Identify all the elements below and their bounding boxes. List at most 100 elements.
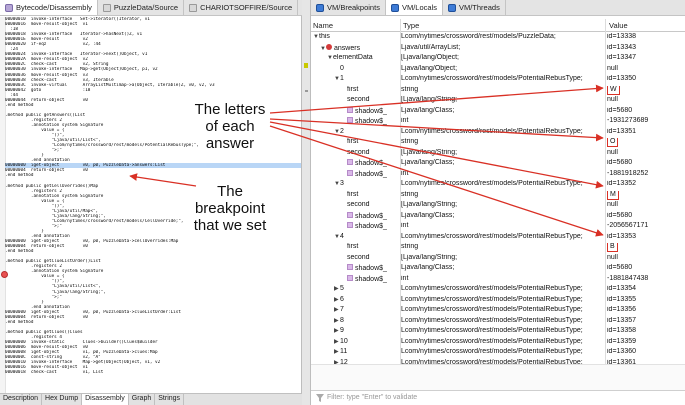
code-line[interactable]: 0000000C const-string v2, "A" — [5, 355, 101, 361]
code-line[interactable]: .end annotation — [5, 158, 70, 164]
tree-row[interactable]: second[Ljava/lang/String;null — [311, 148, 685, 159]
value-cell[interactable]: id=13343 — [607, 44, 685, 51]
code-line[interactable]: 0000003C invoke-virtual ArrayListMultima… — [5, 82, 215, 88]
breakpoint-icon[interactable] — [1, 271, 8, 278]
code-line[interactable]: } — [5, 299, 44, 305]
code-line[interactable]: value = { — [5, 274, 65, 280]
code-line[interactable]: 00000006 move-result-object v0 — [5, 345, 88, 351]
code-line[interactable]: 00000018 check-cast v1, List — [5, 370, 104, 376]
value-cell[interactable]: null — [607, 65, 685, 72]
code-line[interactable]: value = { — [5, 128, 65, 134]
code-line[interactable]: .end annotation — [5, 234, 70, 240]
value-cell[interactable]: -1931273689 — [607, 117, 685, 124]
code-line[interactable]: "Lcom/nytimes/crossword/rest/models/Pote… — [5, 143, 200, 149]
code-line[interactable]: 00000038 check-cast v3, Iterable — [5, 77, 114, 83]
code-line[interactable]: .annotation system Signature — [5, 269, 104, 275]
tree-row[interactable]: second[Ljava/lang/String;null — [311, 200, 685, 211]
code-line[interactable]: 00000004 return-object v0 — [5, 314, 88, 320]
code-line[interactable]: .end method — [5, 249, 34, 255]
code-line[interactable]: .annotation system Signature — [5, 122, 104, 128]
code-line[interactable]: .method public getCellOverrides()Map — [5, 183, 99, 189]
code-line[interactable]: ">;" — [5, 223, 62, 229]
tab-chariotsoffire-source[interactable]: CHARIOTSOFFIRE/Source — [184, 0, 299, 15]
code-line[interactable]: "Ljava/util/List<", — [5, 284, 101, 290]
code-line[interactable]: .end method — [5, 102, 34, 108]
filter-field[interactable]: Filter: type "Enter" to validate — [311, 390, 685, 405]
tab-vm-threads[interactable]: VM/Threads — [443, 0, 506, 15]
value-cell[interactable]: -1881918252 — [607, 170, 685, 177]
value-cell[interactable]: null — [607, 201, 685, 208]
code-line[interactable]: "Ljava/util/List<", — [5, 138, 101, 144]
code-line[interactable]: 00000016 move-result-object v1 — [5, 365, 88, 371]
code-line[interactable]: :18 — [5, 27, 18, 33]
value-cell[interactable]: id=13355 — [607, 296, 685, 303]
value-cell[interactable]: -1881847438 — [607, 275, 685, 282]
bottom-tab-hex-dump[interactable]: Hex Dump — [42, 394, 83, 405]
value-cell[interactable]: id=13357 — [607, 317, 685, 324]
code-line[interactable]: .end method — [5, 319, 34, 325]
value-cell[interactable]: id=13354 — [607, 285, 685, 292]
value-cell[interactable]: id=13358 — [607, 327, 685, 334]
code-line[interactable]: 00000008 iget-object v1, p0, PuzzleData-… — [5, 350, 158, 356]
value-cell[interactable]: id=13350 — [607, 75, 685, 82]
column-header-value[interactable]: Value — [609, 21, 628, 30]
expand-chevron-icon[interactable]: ▶ — [334, 296, 339, 303]
bottom-tab-description[interactable]: Description — [0, 394, 43, 405]
code-line[interactable]: 0000001E move-result v2 — [5, 37, 88, 43]
tab-bytecode-disassembly[interactable]: Bytecode/Disassembly — [0, 0, 98, 15]
expand-chevron-icon[interactable]: ▶ — [334, 349, 339, 355]
column-header-type[interactable]: Type — [403, 21, 420, 30]
value-cell[interactable]: id=13338 — [607, 33, 685, 40]
tab-puzzledata-source[interactable]: PuzzleData/Source — [98, 0, 185, 15]
value-cell[interactable]: id=13360 — [607, 348, 685, 355]
code-line[interactable]: "()", — [5, 133, 65, 139]
code-line[interactable]: .registers 2 — [5, 188, 62, 194]
tree-row[interactable]: shadow$_Ljava/lang/Class;id=5680 — [311, 211, 685, 222]
code-line[interactable]: ">;" — [5, 294, 62, 300]
value-cell[interactable]: id=5680 — [607, 159, 685, 166]
tree-row[interactable]: shadow$_int-2056567171 — [311, 221, 685, 232]
code-line[interactable]: 00000000 iget-object v0, p0, PuzzleData-… — [5, 239, 179, 245]
code-line[interactable]: 00000016 move-result-object v1 — [5, 22, 88, 28]
tree-row[interactable]: shadow$_int-1931273689 — [311, 116, 685, 127]
code-line[interactable]: "()", — [5, 279, 65, 285]
tree-row[interactable]: shadow$_int-1881918252 — [311, 169, 685, 180]
tree-row[interactable]: shadow$_int-1881847438 — [311, 274, 685, 285]
code-line[interactable]: } — [5, 153, 44, 159]
code-line[interactable]: "()", — [5, 203, 65, 209]
code-line[interactable]: 00000044 return-object v0 — [5, 97, 88, 103]
expand-chevron-icon[interactable]: ▶ — [334, 359, 339, 365]
tab-vm-locals[interactable]: VM/Locals — [385, 0, 443, 15]
code-line[interactable]: "Lcom/nytimes/crossword/rest/models/Cell… — [5, 218, 184, 224]
code-line[interactable]: .end method — [5, 173, 34, 179]
value-cell[interactable]: -2056567171 — [607, 222, 685, 229]
code-line[interactable]: .registers 2 — [5, 117, 62, 123]
value-cell[interactable]: id=5680 — [607, 212, 685, 219]
value-cell[interactable]: O — [607, 138, 685, 147]
value-cell[interactable]: null — [607, 96, 685, 103]
code-line[interactable]: 0000002A move-result-object v2 — [5, 57, 88, 63]
value-cell[interactable]: W — [607, 85, 685, 95]
code-line[interactable]: .end annotation — [5, 304, 70, 310]
value-cell[interactable]: id=13361 — [607, 359, 685, 365]
tree-row[interactable]: second[Ljava/lang/String;null — [311, 253, 685, 264]
collapse-chevron-icon[interactable]: ▼ — [334, 233, 340, 240]
code-line[interactable]: 00000004 return-object v0 — [5, 168, 88, 174]
pane-splitter[interactable] — [302, 0, 310, 405]
code-line[interactable]: ">;" — [5, 148, 62, 154]
value-cell[interactable]: id=13359 — [607, 338, 685, 345]
code-line[interactable]: 00000010 invoke-interface Set->iterator(… — [5, 17, 150, 22]
code-line[interactable]: 00000042 goto :18 — [5, 87, 91, 93]
